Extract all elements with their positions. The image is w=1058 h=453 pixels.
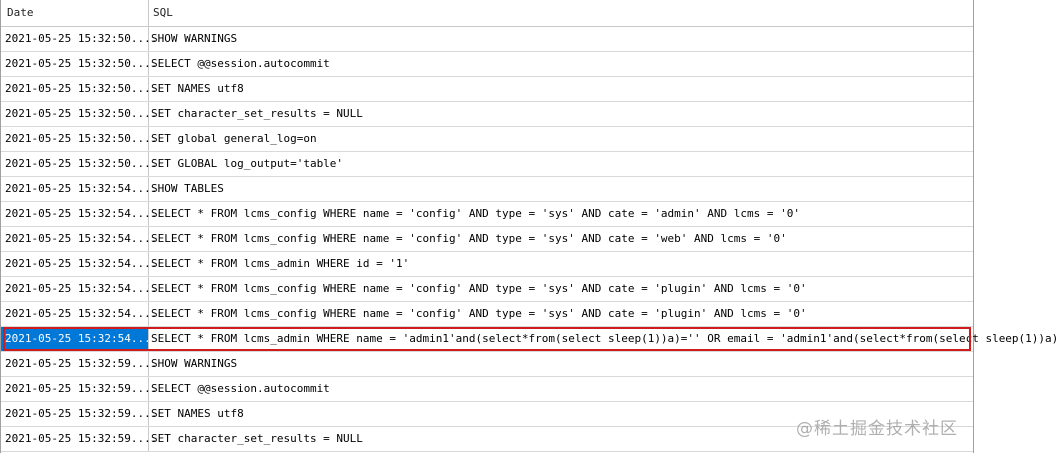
sql-cell[interactable]: SELECT * FROM lcms_admin WHERE id = '1' [151, 257, 410, 270]
sql-cell[interactable]: SELECT * FROM lcms_config WHERE name = '… [151, 207, 801, 220]
table-row[interactable]: 2021-05-25 15:32:54....SELECT * FROM lcm… [1, 252, 973, 277]
date-cell[interactable]: 2021-05-25 15:32:59.... [1, 377, 157, 401]
sql-cell[interactable]: SELECT * FROM lcms_config WHERE name = '… [151, 307, 807, 320]
date-cell[interactable]: 2021-05-25 15:32:54.... [1, 277, 157, 301]
table-row[interactable]: 2021-05-25 15:32:54....SHOW TABLES [1, 177, 973, 202]
date-cell[interactable]: 2021-05-25 15:32:50.... [1, 52, 157, 76]
sql-cell[interactable]: SELECT * FROM lcms_config WHERE name = '… [151, 282, 807, 295]
date-cell[interactable]: 2021-05-25 15:32:54.... [1, 177, 157, 201]
sql-cell[interactable]: SELECT * FROM lcms_config WHERE name = '… [151, 232, 787, 245]
watermark: @稀土掘金技术社区 [796, 419, 958, 439]
table-row[interactable]: 2021-05-25 15:32:59....SELECT @@session.… [1, 377, 973, 402]
date-cell[interactable]: 2021-05-25 15:32:50.... [1, 77, 157, 101]
sql-cell[interactable]: SET GLOBAL log_output='table' [151, 157, 344, 170]
table-row[interactable]: 2021-05-25 15:32:54....SELECT * FROM lcm… [1, 327, 1058, 352]
table-row[interactable]: 2021-05-25 15:32:50....SHOW WARNINGS [1, 27, 973, 52]
date-cell[interactable]: 2021-05-25 15:32:50.... [1, 102, 157, 126]
sql-cell[interactable]: SET character_set_results = NULL [151, 432, 363, 445]
sql-cell[interactable]: SELECT @@session.autocommit [151, 57, 330, 70]
sql-cell[interactable]: SELECT * FROM lcms_admin WHERE name = 'a… [151, 332, 1058, 345]
table-row[interactable]: 2021-05-25 15:32:54....SELECT * FROM lcm… [1, 277, 973, 302]
date-cell[interactable]: 2021-05-25 15:32:50.... [1, 127, 157, 151]
date-cell[interactable]: 2021-05-25 15:32:54.... [1, 202, 157, 226]
table-row[interactable]: 2021-05-25 15:32:54....SELECT * FROM lcm… [1, 227, 973, 252]
table-row[interactable]: 2021-05-25 15:32:59....SET NAMES utf8 [1, 402, 973, 427]
table-row[interactable]: 2021-05-25 15:32:54....SELECT * FROM lcm… [1, 202, 973, 227]
column-header-date[interactable]: Date [1, 0, 149, 26]
sql-cell[interactable]: SHOW WARNINGS [151, 32, 238, 45]
date-cell[interactable]: 2021-05-25 15:32:54.... [1, 227, 157, 251]
sql-cell[interactable]: SET character_set_results = NULL [151, 107, 363, 120]
sql-cell[interactable]: SHOW WARNINGS [151, 357, 238, 370]
date-cell[interactable]: 2021-05-25 15:32:59.... [1, 352, 157, 376]
sql-cell[interactable]: SET global general_log=on [151, 132, 317, 145]
date-cell[interactable]: 2021-05-25 15:32:50.... [1, 27, 157, 51]
sql-cell[interactable]: SET NAMES utf8 [151, 82, 244, 95]
date-cell[interactable]: 2021-05-25 15:32:54.... [1, 327, 157, 351]
sql-cell[interactable]: SELECT @@session.autocommit [151, 382, 330, 395]
date-cell[interactable]: 2021-05-25 15:32:54.... [1, 302, 157, 326]
sql-cell[interactable]: SHOW TABLES [151, 182, 224, 195]
sql-cell[interactable]: SET NAMES utf8 [151, 407, 244, 420]
date-cell[interactable]: 2021-05-25 15:32:59.... [1, 427, 157, 451]
table-row[interactable]: 2021-05-25 15:32:59....SHOW WARNINGS [1, 352, 973, 377]
table-row[interactable]: 2021-05-25 15:32:50....SELECT @@session.… [1, 52, 973, 77]
table-row[interactable]: 2021-05-25 15:32:50....SET character_set… [1, 102, 973, 127]
date-cell[interactable]: 2021-05-25 15:32:59.... [1, 402, 157, 426]
table-row[interactable]: 2021-05-25 15:32:50....SET global genera… [1, 127, 973, 152]
date-cell[interactable]: 2021-05-25 15:32:54.... [1, 252, 157, 276]
table-row[interactable]: 2021-05-25 15:32:54....SELECT * FROM lcm… [1, 302, 973, 327]
column-header-sql[interactable]: SQL [153, 6, 173, 19]
grid-header: Date SQL [1, 0, 973, 27]
table-row[interactable]: 2021-05-25 15:32:59....SET character_set… [1, 427, 973, 452]
date-cell[interactable]: 2021-05-25 15:32:50.... [1, 152, 157, 176]
table-row[interactable]: 2021-05-25 15:32:50....SET NAMES utf8 [1, 77, 973, 102]
table-row[interactable]: 2021-05-25 15:32:50....SET GLOBAL log_ou… [1, 152, 973, 177]
